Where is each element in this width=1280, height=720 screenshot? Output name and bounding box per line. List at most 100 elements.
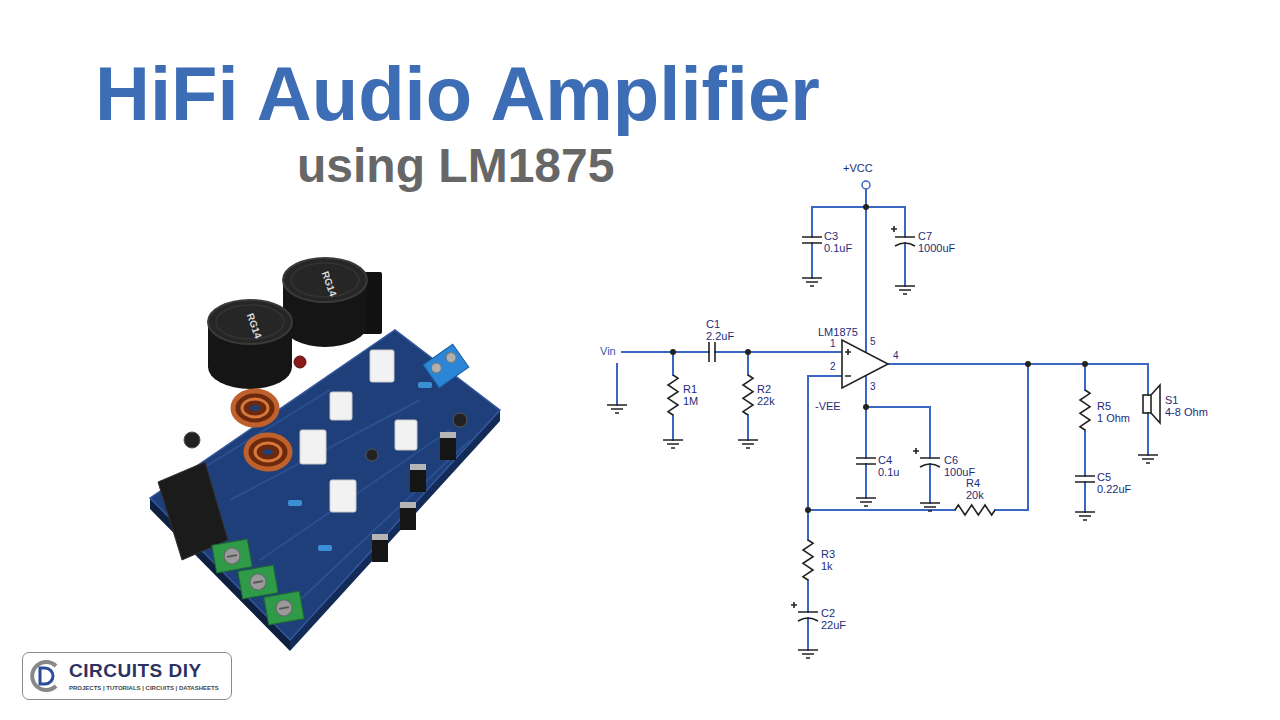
page-title: HiFi Audio Amplifier xyxy=(95,56,820,132)
opamp-input-sign xyxy=(845,349,851,376)
capacitor-symbol xyxy=(709,342,715,362)
pin-number: 4 xyxy=(893,351,899,361)
transistor xyxy=(410,470,426,492)
part-name: S1 xyxy=(1165,395,1178,406)
board-trace xyxy=(200,390,470,600)
junction-dot xyxy=(745,349,751,355)
small-capacitor xyxy=(366,449,378,461)
resistor-part xyxy=(318,545,332,551)
supply-label: -VEE xyxy=(815,401,841,412)
speaker-symbol xyxy=(1143,395,1151,413)
terminal-screw xyxy=(429,361,443,375)
capacitor-ring xyxy=(291,263,359,297)
part-name: R3 xyxy=(821,549,835,560)
inductor-coil xyxy=(242,399,268,417)
inductor-coil xyxy=(233,391,277,425)
opamp-symbol xyxy=(842,340,888,388)
part-name: C6 xyxy=(944,455,958,466)
screw-terminal xyxy=(212,539,252,573)
resistor-part xyxy=(418,382,432,388)
screw-slot xyxy=(279,607,289,609)
part-name: C5 xyxy=(1097,472,1111,483)
screw-slot xyxy=(253,581,263,583)
part-name: R4 xyxy=(966,478,980,489)
output-wire xyxy=(888,364,1148,512)
capacitor-ring xyxy=(216,305,284,339)
supply-terminal xyxy=(862,181,870,189)
junction-dot xyxy=(863,404,869,410)
capacitor-symbol xyxy=(798,612,818,621)
capacitor-symbol xyxy=(920,458,940,467)
part-value: 2.2uF xyxy=(706,331,734,342)
feedback-wire xyxy=(808,364,1028,650)
ground-symbol xyxy=(798,650,818,658)
logo-ring xyxy=(32,662,56,690)
junction-dot xyxy=(805,507,811,513)
circuit-board xyxy=(150,330,500,640)
pin-number: 1 xyxy=(830,339,836,349)
supply-label: +VCC xyxy=(843,163,873,174)
small-capacitor xyxy=(294,356,306,368)
power-terminal xyxy=(423,344,469,388)
part-value: 22k xyxy=(757,396,775,407)
ic-name: LM1875 xyxy=(818,327,858,338)
part-name: R1 xyxy=(683,384,697,395)
part-name: C2 xyxy=(821,608,835,619)
logo-badge: CIRCUITS DIYPROJECTS | TUTORIALS | CIRCU… xyxy=(22,652,232,700)
negative-supply-wire xyxy=(866,375,930,503)
capacitor-symbol xyxy=(856,458,876,464)
brand-name: CIRCUITS DIY xyxy=(69,661,221,680)
part-value: 1k xyxy=(821,561,833,572)
resistor-part xyxy=(288,500,302,506)
capacitor-symbol xyxy=(1075,476,1095,482)
speaker-cone xyxy=(1151,385,1160,423)
inductor-core xyxy=(250,405,260,411)
screw-slot xyxy=(227,555,237,557)
resistor-symbol xyxy=(668,375,678,415)
capacitor-top xyxy=(208,300,292,344)
polarity-mark xyxy=(891,226,897,232)
screw-terminal xyxy=(264,591,304,625)
transistor-tab xyxy=(372,534,388,540)
signal-name: Vin xyxy=(600,346,616,357)
pin-number: 3 xyxy=(870,382,876,392)
transistor-tab xyxy=(410,464,426,470)
ground-symbol xyxy=(663,440,683,448)
resistor-symbol xyxy=(955,505,995,515)
terminal-block xyxy=(238,565,278,599)
terminal-block xyxy=(423,344,469,388)
inductor-core xyxy=(263,449,273,455)
capacitor-top xyxy=(283,258,367,302)
capacitor-symbol xyxy=(802,237,822,243)
pin-number: 2 xyxy=(830,362,836,372)
ground-symbol xyxy=(738,440,758,448)
small-capacitor xyxy=(184,432,200,448)
part-name: C7 xyxy=(918,231,932,242)
part-value: 4-8 Ohm xyxy=(1165,407,1208,418)
polarity-mark xyxy=(913,448,919,454)
film-capacitor xyxy=(395,420,417,450)
transistor xyxy=(372,540,388,562)
resistor-symbol xyxy=(803,540,813,580)
part-value: 1 Ohm xyxy=(1097,413,1130,424)
part-value: 22uF xyxy=(821,620,846,631)
junction-dot xyxy=(863,204,869,210)
part-value: 1000uF xyxy=(918,243,955,254)
film-capacitor xyxy=(370,350,394,382)
capacitor-symbol xyxy=(895,237,915,246)
transistor-tab xyxy=(440,432,456,438)
terminal-screw xyxy=(223,547,242,566)
terminal-screw xyxy=(444,351,458,365)
part-value: 0.22uF xyxy=(1097,484,1131,495)
ground-symbol xyxy=(856,498,876,506)
junction-dot xyxy=(1082,361,1088,367)
polarity-mark xyxy=(791,602,797,608)
part-value: 0.1uF xyxy=(824,243,852,254)
components xyxy=(607,226,1160,658)
terminal-screw xyxy=(249,573,268,592)
junctions xyxy=(670,204,1088,513)
part-value: 0.1u xyxy=(878,467,899,478)
ground-symbol xyxy=(802,278,822,286)
film-capacitor xyxy=(330,480,356,512)
